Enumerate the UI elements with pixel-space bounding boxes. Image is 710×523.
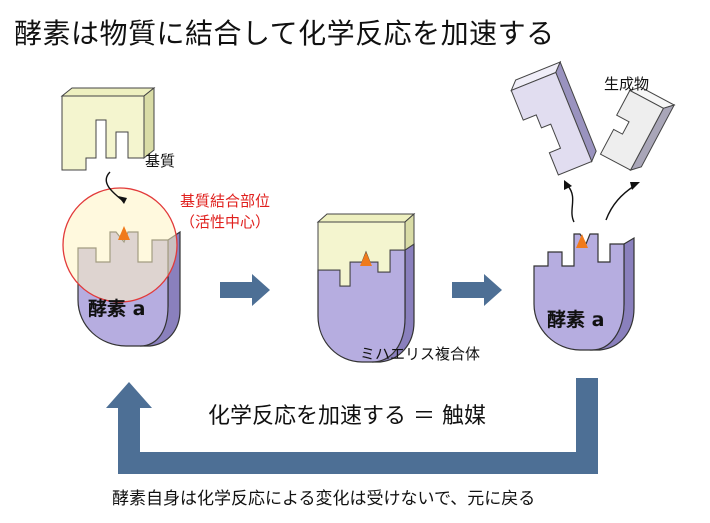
step-arrow-1 xyxy=(220,274,270,306)
binding-site-circle xyxy=(62,187,178,303)
product-arrow-right xyxy=(605,185,635,221)
binding-site-label: 基質結合部位 （活性中心） xyxy=(180,191,270,233)
active-site-marker-left xyxy=(118,226,130,240)
product-left xyxy=(510,60,597,176)
products-label: 生成物 xyxy=(604,75,650,93)
product-left-face xyxy=(510,71,593,176)
substrate-label: 基質 xyxy=(145,152,176,170)
active-site-marker-right xyxy=(576,234,588,248)
page-title: 酵素は物質に結合して化学反応を加速する xyxy=(14,17,555,50)
product-arrow-left-head xyxy=(564,180,572,190)
enzyme-label-left: 酵素 a xyxy=(88,298,146,320)
binding-site-label-line1: 基質結合部位 xyxy=(180,192,271,210)
michaelis-complex-label: ミハエリス複合体 xyxy=(360,345,481,363)
substrate xyxy=(60,86,156,171)
substrate-face xyxy=(61,95,145,171)
catalyst-label: 化学反応を加速する ＝ 触媒 xyxy=(208,404,486,429)
binding-site-label-line2: （活性中心） xyxy=(180,213,271,231)
substrate-side xyxy=(143,86,155,160)
step-arrow-2 xyxy=(452,274,502,306)
bottom-note: 酵素自身は化学反応による変化は受けないで、元に戻る xyxy=(112,489,536,509)
enzyme-right xyxy=(533,233,635,351)
product-arrow-right-head xyxy=(630,182,640,190)
active-site-marker-center xyxy=(360,252,372,266)
substrate-top xyxy=(60,87,156,97)
product-arrow-left xyxy=(567,185,575,223)
product-right xyxy=(599,86,676,171)
substrate-to-site-arrowhead xyxy=(118,196,127,204)
enzyme-right-body xyxy=(533,233,625,351)
product-right-face xyxy=(599,89,665,171)
recycle-arrow-shaft xyxy=(118,378,598,474)
michaelis-complex xyxy=(316,212,416,363)
enzyme-label-right: 酵素 a xyxy=(547,309,605,331)
complex-substrate-top xyxy=(316,213,416,223)
